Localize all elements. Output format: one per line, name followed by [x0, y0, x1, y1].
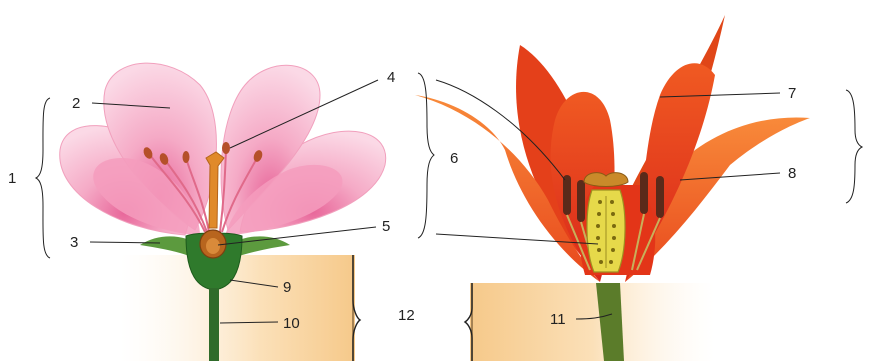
label-2: 2 [72, 95, 80, 112]
label-7: 7 [788, 85, 796, 102]
label-1: 1 [8, 170, 16, 187]
label-4: 4 [387, 69, 395, 86]
bracket-6 [418, 73, 434, 238]
label-11: 11 [550, 311, 566, 328]
label-8: 8 [788, 165, 796, 182]
label-10: 10 [283, 315, 300, 332]
label-9: 9 [283, 279, 291, 296]
label-6: 6 [450, 150, 458, 167]
pink-flower-stem [209, 288, 219, 361]
bracket-right [846, 90, 862, 203]
label-5: 5 [382, 218, 390, 235]
bracket-1 [36, 98, 50, 258]
left-panel-background [120, 255, 355, 361]
label-3: 3 [70, 234, 78, 251]
label-12: 12 [398, 307, 415, 324]
right-panel-background [470, 283, 715, 361]
